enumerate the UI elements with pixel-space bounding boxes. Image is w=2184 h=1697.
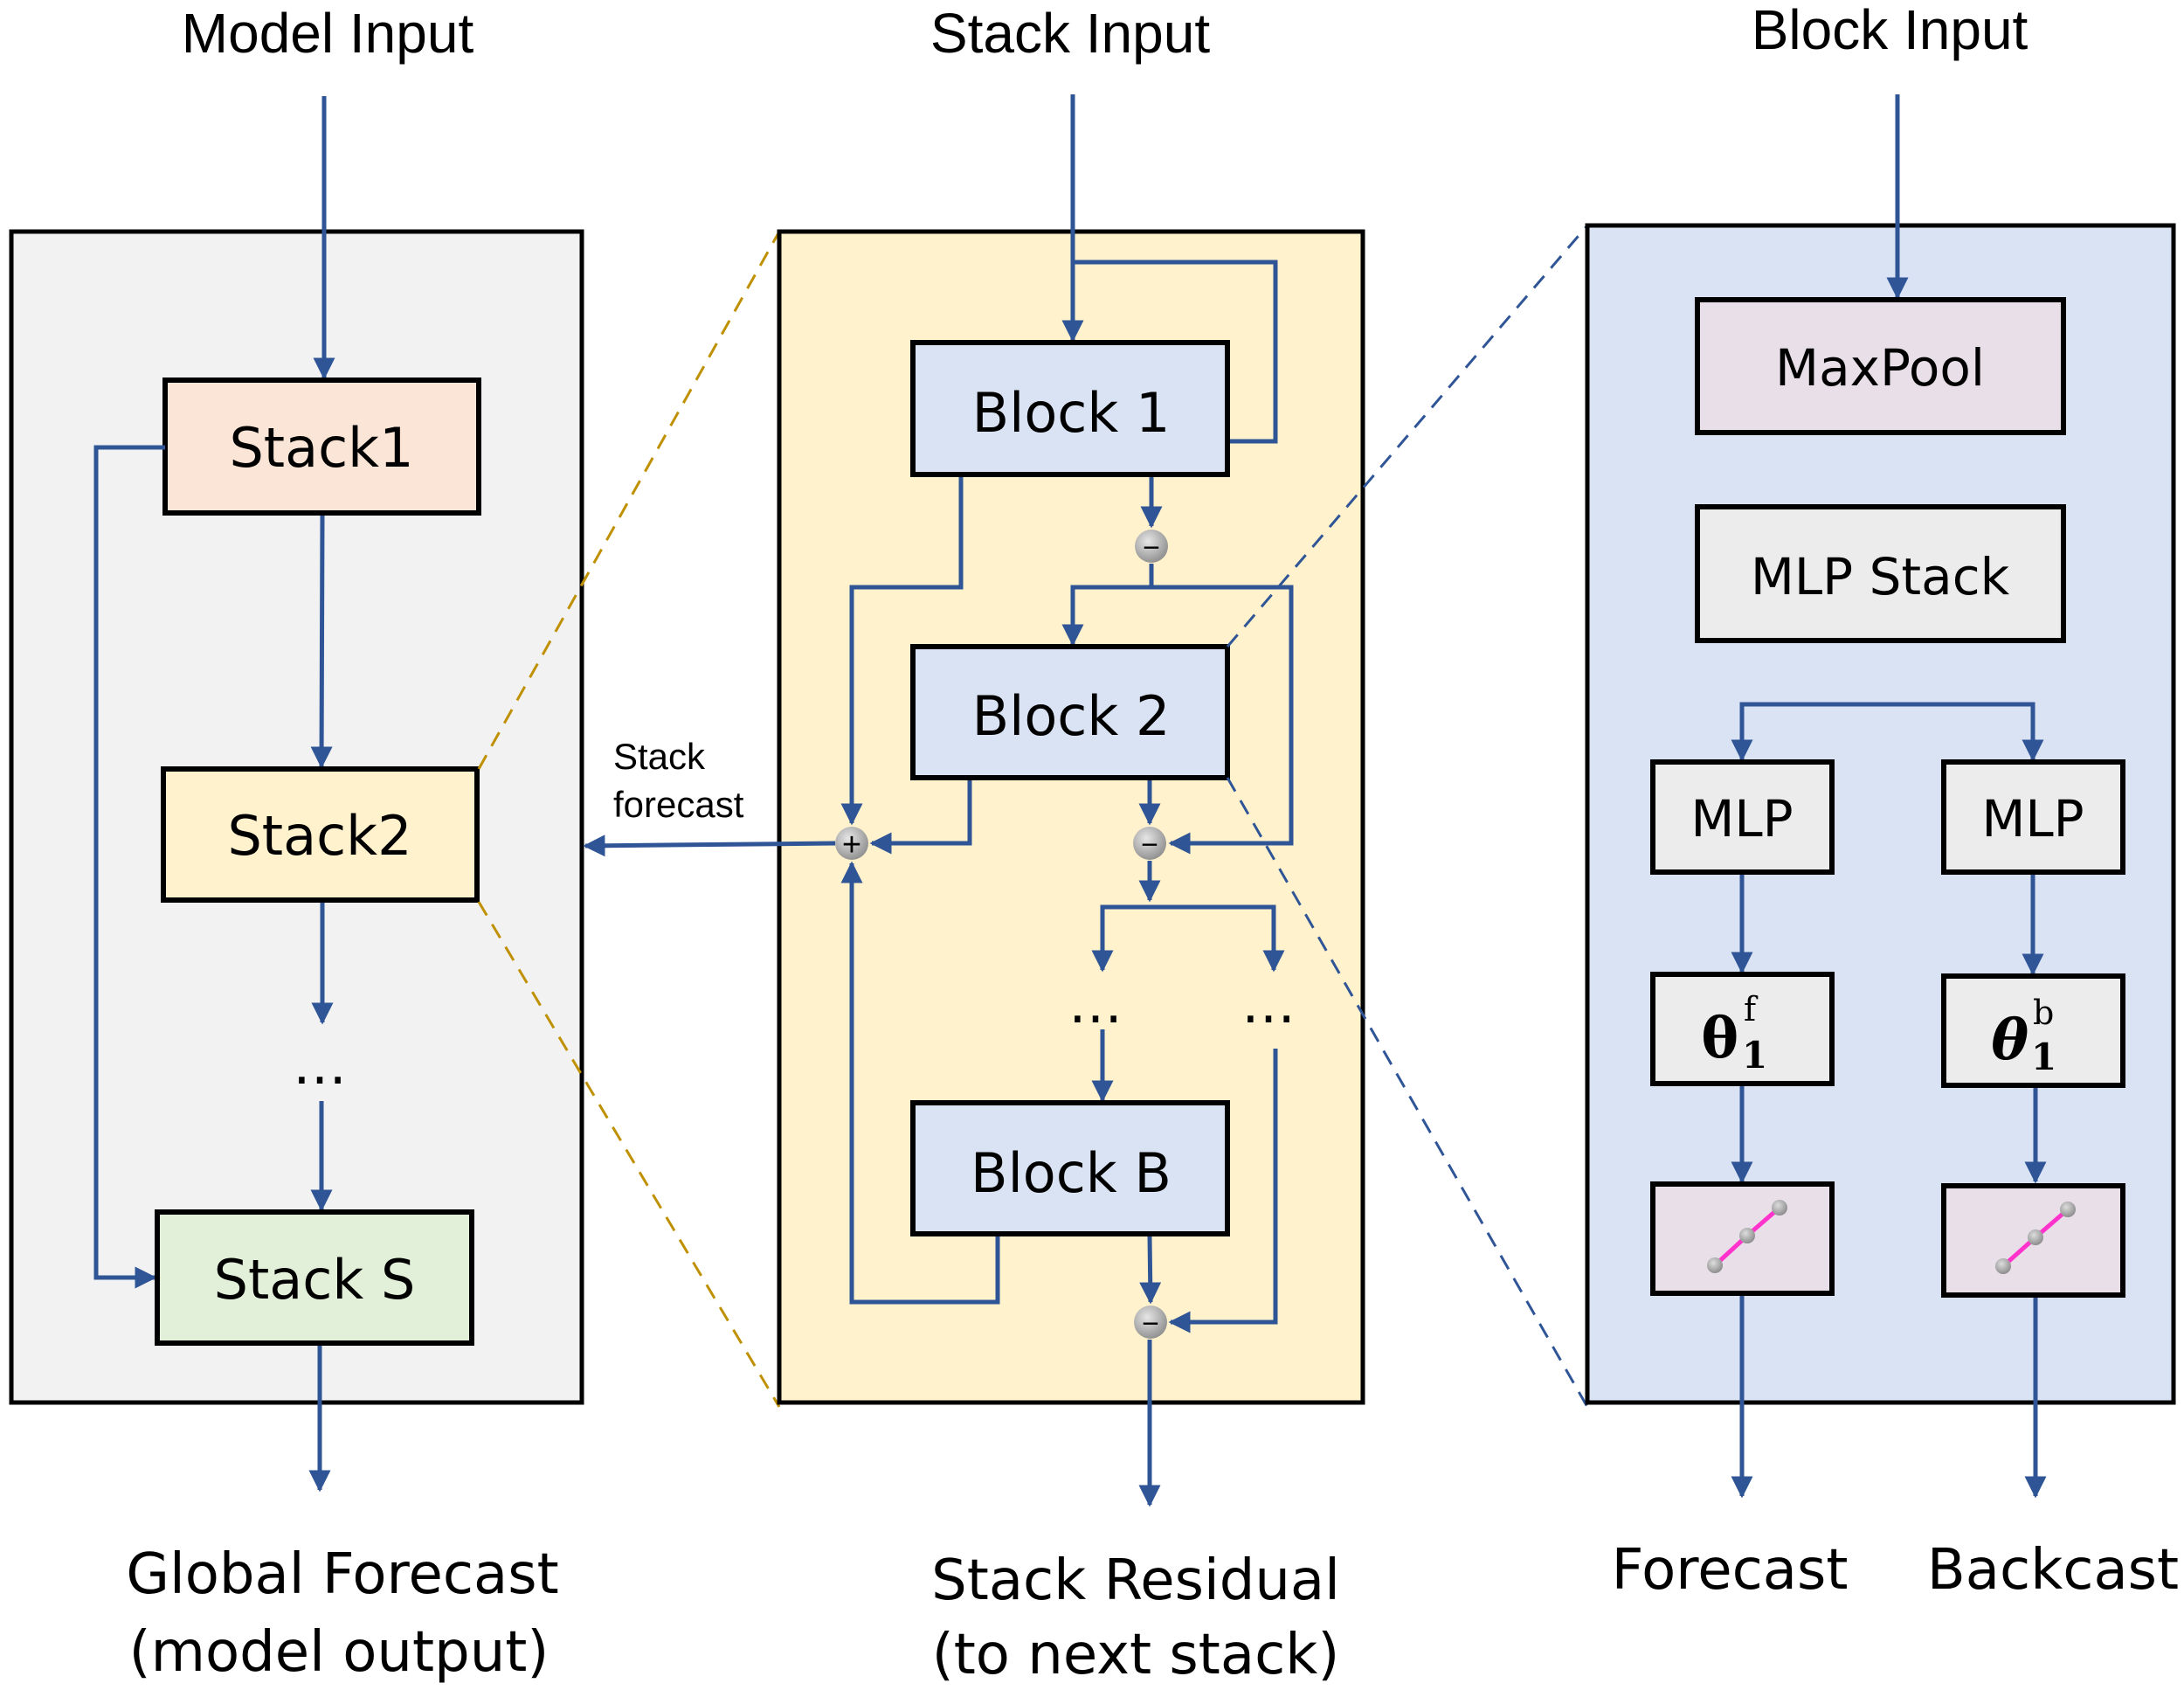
maxpool-box[interactable]: [1695, 297, 2066, 435]
theta-forecast-sup: f: [1744, 990, 1759, 1029]
model-input-title: Model Input: [182, 2, 474, 65]
stackS-label: Stack S: [214, 1248, 416, 1312]
theta-backcast-box[interactable]: [1941, 973, 2125, 1088]
mlp-left-box[interactable]: [1650, 759, 1835, 875]
maxpool-label: MaxPool: [1775, 338, 1985, 398]
mlp-split-left-arrow: [1731, 702, 1890, 762]
block2-box[interactable]: [910, 644, 1230, 780]
mlp-left-label: MLP: [1690, 789, 1793, 848]
block-ellipsis-left: …: [1068, 972, 1123, 1036]
blockB-forecast-path: [840, 861, 1000, 1305]
mlp-right-box[interactable]: [1941, 759, 2125, 875]
residual1-to-block2-arrow: [1061, 564, 1154, 647]
blockB-backcast-arrow: [1139, 1236, 1162, 1305]
stackS-box[interactable]: [155, 1209, 474, 1346]
block2-forecast-path: [869, 780, 972, 855]
forecast-label: Forecast: [1612, 1538, 1849, 1603]
blockB-box[interactable]: [910, 1100, 1230, 1236]
minus-op-1: [1135, 530, 1168, 563]
block-ellipsis-right: …: [1241, 972, 1296, 1036]
minus-op-2: [1133, 827, 1166, 860]
block2-label: Block 2: [972, 684, 1171, 748]
zoom-line-top-gold: [477, 231, 781, 770]
residual2-right-branch: [1150, 904, 1285, 973]
stack-forecast-arrow: [583, 835, 836, 857]
mlp-split-right-arrow: [1890, 702, 2044, 762]
stack1-skip-arrow: [93, 445, 165, 1289]
global-forecast-label: Global Forecast: [126, 1542, 558, 1607]
plus-op: [835, 827, 868, 860]
mlp-stack-label: MLP Stack: [1751, 547, 2010, 606]
stack2-label: Stack2: [227, 804, 411, 868]
theta-backcast-symbol: θ: [1991, 1008, 2028, 1073]
to-next-stack-label: (to next stack): [932, 1623, 1340, 1687]
stack-residual-label: Stack Residual: [931, 1548, 1340, 1613]
stack-forecast-label-1: Stack: [613, 736, 706, 777]
theta-backcast-sup: b: [2033, 994, 2054, 1032]
stack-forecast-label-2: forecast: [613, 784, 744, 825]
stack1-box[interactable]: [162, 377, 481, 516]
blockB-label: Block B: [971, 1141, 1171, 1205]
zoom-line-bottom-blue: [1226, 777, 1589, 1408]
mlp-stack-box[interactable]: [1695, 504, 2066, 643]
plus-op-symbol: +: [842, 827, 861, 863]
zoom-line-bottom-gold: [477, 901, 781, 1408]
stack2-box[interactable]: [161, 766, 480, 903]
linear-basis-icon-forecast: [1707, 1200, 1787, 1273]
minus-op-1-symbol: −: [1143, 531, 1160, 565]
residual2-left-branch: [1091, 904, 1150, 973]
stack-input-title: Stack Input: [930, 2, 1210, 65]
zoom-line-top-blue: [1226, 225, 1589, 648]
model-output-label: (model output): [129, 1620, 549, 1685]
stack1-label: Stack1: [229, 416, 413, 480]
theta-forecast-box[interactable]: [1650, 972, 1835, 1086]
residual1-bypass: [1151, 585, 1294, 855]
block1-label: Block 1: [972, 381, 1171, 445]
theta-forecast-sub: 1: [1742, 1034, 1767, 1077]
linear-basis-icon-backcast: [1995, 1202, 2076, 1274]
minus-op-3-symbol: −: [1142, 1307, 1159, 1340]
block1-box[interactable]: [910, 340, 1230, 477]
theta-backcast-sub: 1: [2031, 1036, 2056, 1078]
stack-ellipsis: …: [293, 1033, 347, 1097]
block1-forecast-path: [840, 477, 964, 826]
minus-op-2-symbol: −: [1141, 828, 1158, 862]
residual-bypass-final: [1168, 1049, 1278, 1333]
backcast-label: Backcast: [1927, 1538, 2179, 1603]
block-input-title: Block Input: [1752, 0, 2028, 61]
theta-forecast-symbol: θ: [1701, 1006, 1738, 1071]
minus-op-3: [1134, 1306, 1167, 1339]
mlp-right-label: MLP: [1981, 789, 2084, 848]
stack1-to-stack2-arrow: [310, 515, 333, 769]
